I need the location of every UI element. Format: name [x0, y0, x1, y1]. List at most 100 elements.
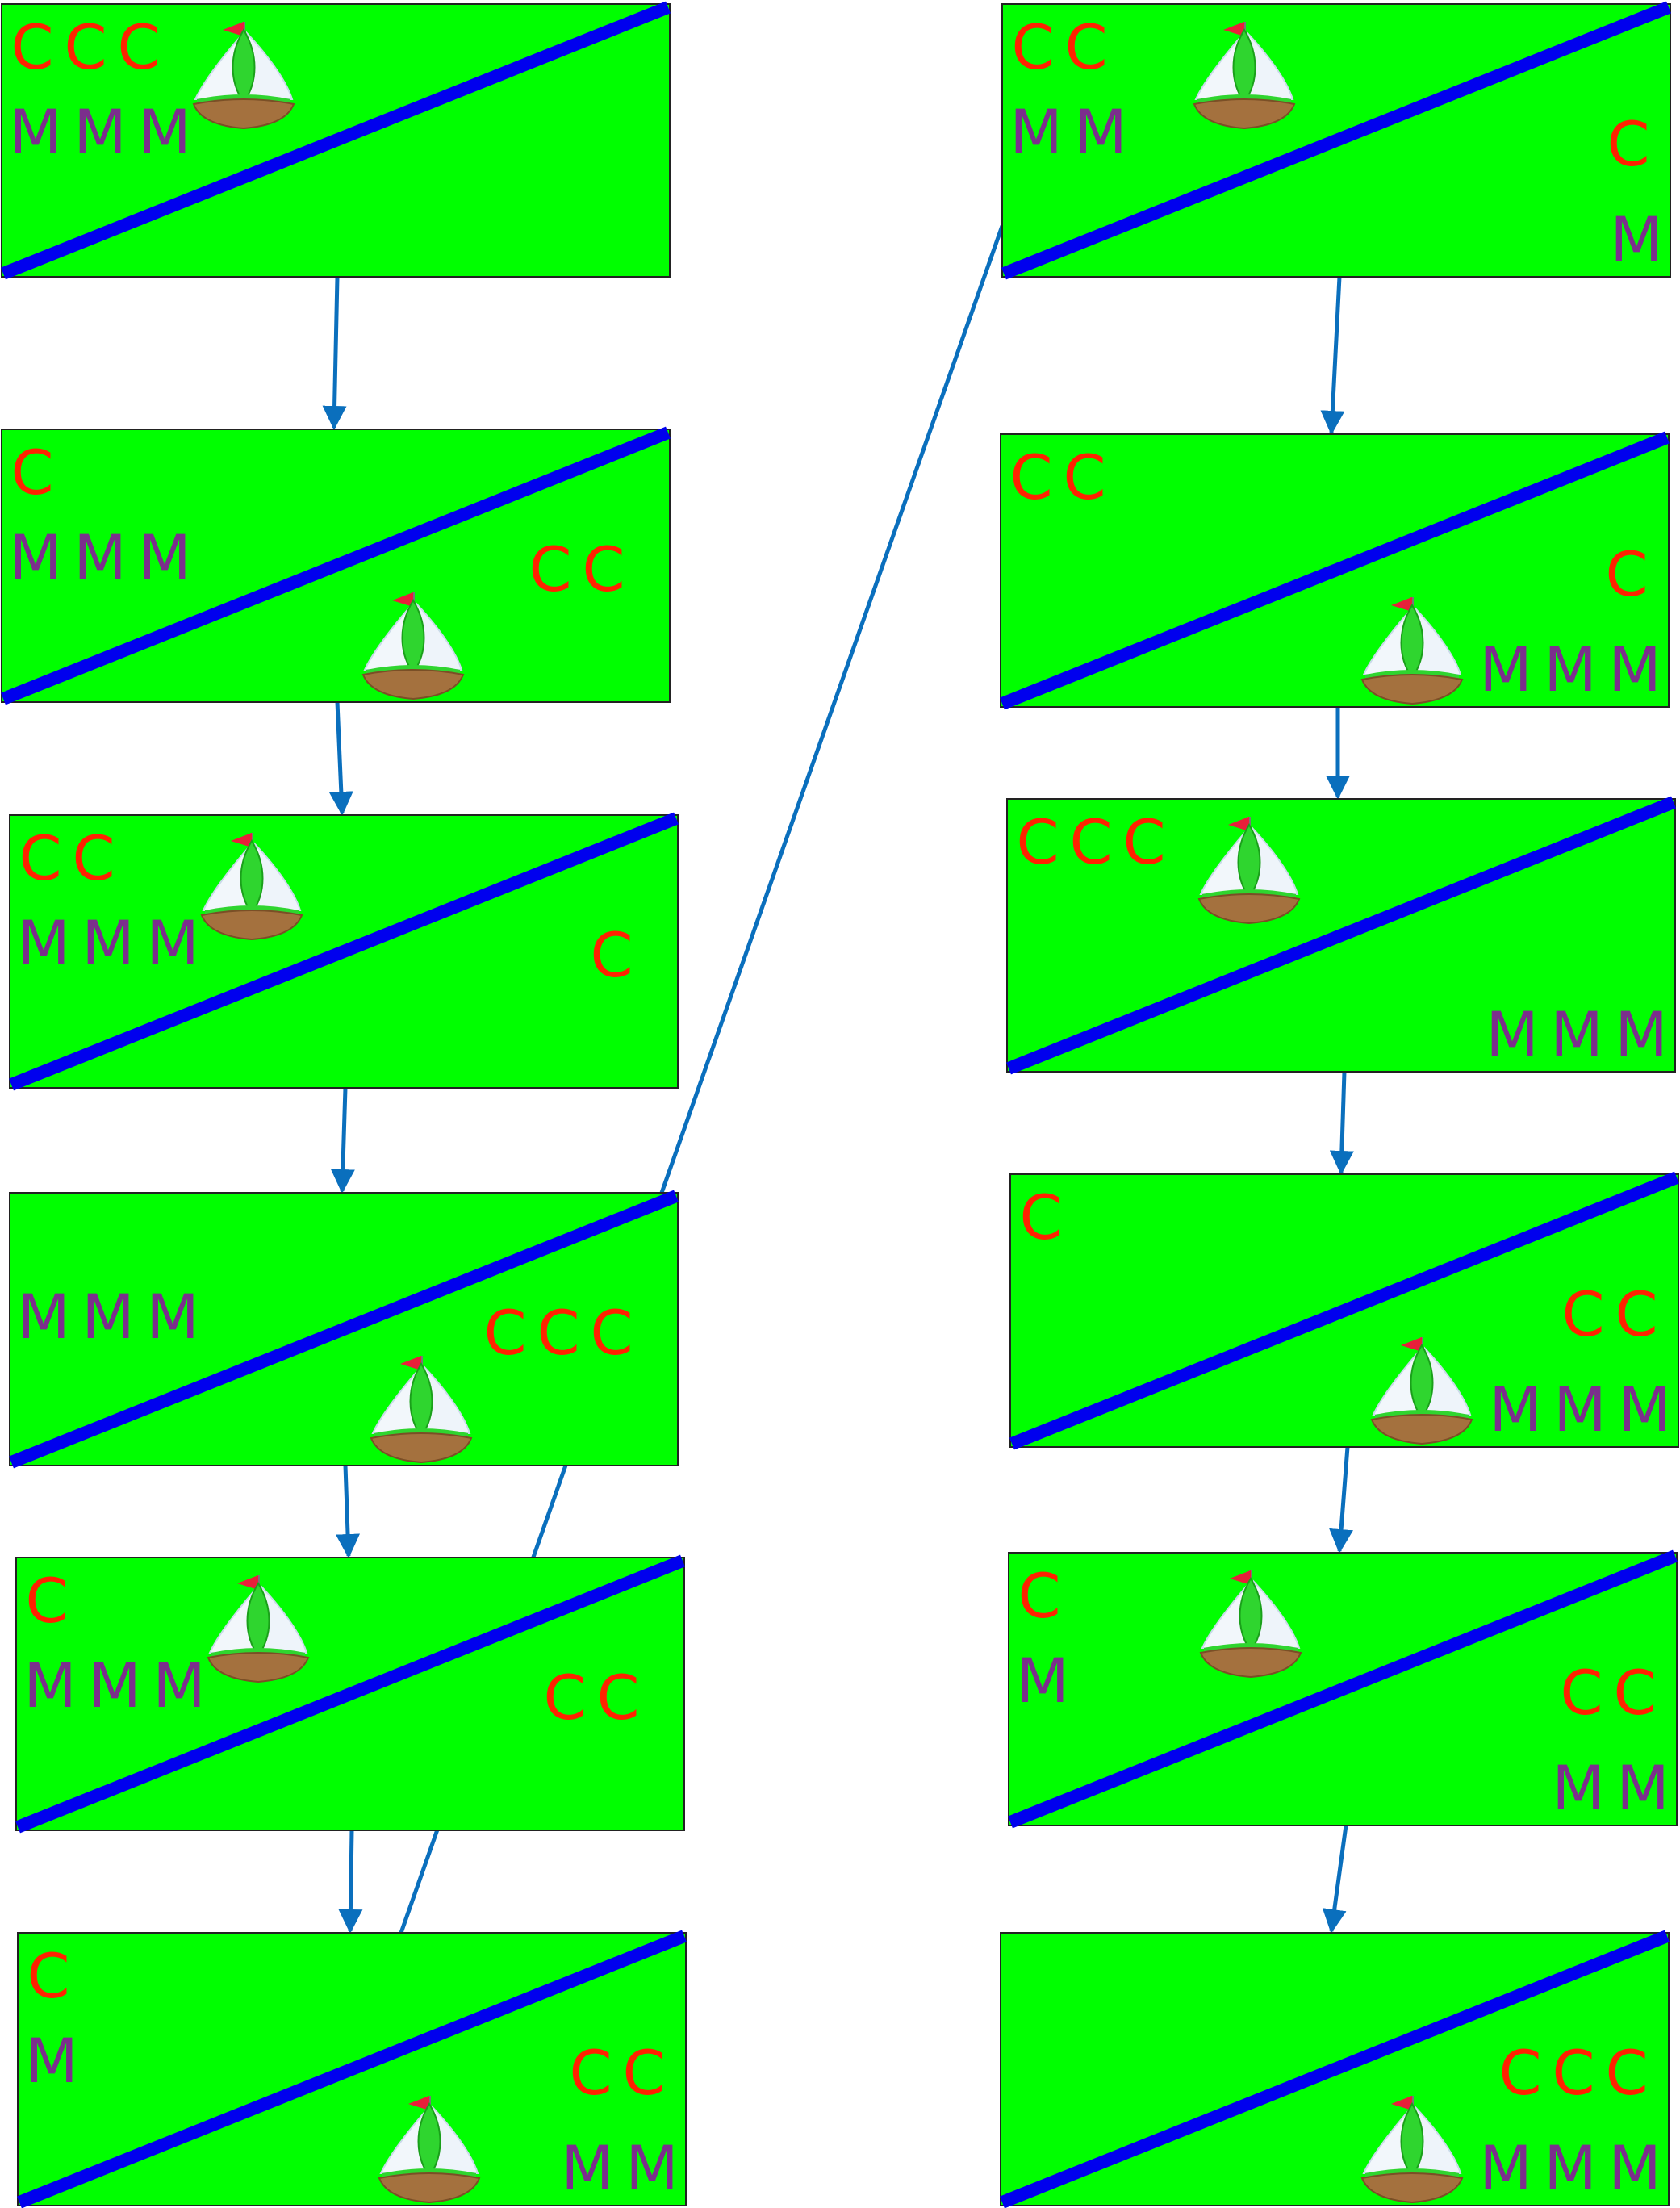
missionary-label: M — [17, 907, 70, 979]
transition-arrow — [1322, 1825, 1348, 1934]
cannibal-label: C — [483, 1297, 526, 1369]
missionary-label: M — [73, 96, 127, 168]
cannibal-label: C — [1063, 441, 1105, 513]
transition-arrow — [322, 276, 347, 430]
river-band — [9, 812, 679, 1091]
cannibal-label: C — [27, 1940, 69, 2012]
cannibal-label: C — [1064, 11, 1107, 83]
cannibal-label: C — [1016, 806, 1059, 878]
cannibal-label: C — [10, 437, 53, 508]
missionary-label: M — [561, 2132, 614, 2204]
river-band — [1006, 796, 1676, 1075]
missionary-label: M — [9, 96, 62, 168]
missionary-label: M — [1553, 1374, 1607, 1445]
cannibal-label: C — [537, 1297, 579, 1369]
cannibal-label: C — [569, 2037, 612, 2109]
missionary-label: M — [17, 1281, 70, 1353]
cannibal-label: C — [1011, 11, 1054, 83]
missionary-label: M — [23, 1650, 77, 1721]
cannibal-label: C — [1561, 1278, 1604, 1350]
missionary-label: M — [1608, 2132, 1661, 2204]
missionary-label: M — [1009, 96, 1063, 168]
missionary-label: M — [138, 521, 191, 593]
transition-arrow — [330, 1087, 355, 1194]
missionary-label: M — [1489, 1374, 1542, 1445]
missionary-label: M — [1479, 2132, 1532, 2204]
transition-arrow — [336, 1465, 361, 1558]
river-band — [15, 1554, 685, 1834]
missionary-label: M — [81, 1281, 135, 1353]
cannibal-label: C — [590, 1297, 633, 1369]
missionary-label: M — [1550, 998, 1603, 1070]
missionary-label: M — [1552, 1752, 1605, 1824]
river-band — [1001, 1, 1671, 280]
missionary-label: M — [153, 1650, 206, 1721]
cannibal-label: C — [1019, 1181, 1062, 1253]
cannibal-label: C — [64, 11, 107, 83]
river-band — [9, 1190, 679, 1469]
missionary-label: M — [138, 96, 191, 168]
cannibal-label: C — [1605, 538, 1648, 610]
missionary-label: M — [625, 2132, 679, 2204]
missionary-label: M — [81, 907, 135, 979]
cannibal-label: C — [19, 822, 61, 894]
cannibal-label: C — [1552, 2037, 1594, 2109]
river-band — [1008, 1549, 1678, 1829]
transition-arrow — [1329, 1446, 1354, 1554]
missionary-label: M — [88, 1650, 141, 1721]
cannibal-label: C — [1615, 1278, 1657, 1350]
missionary-label: M — [25, 2025, 78, 2097]
cannibal-label: C — [1605, 2037, 1648, 2109]
river-band — [1000, 1930, 1670, 2208]
transition-arrow — [338, 1830, 363, 1934]
missionary-label: M — [1074, 96, 1127, 168]
missionary-label: M — [9, 521, 62, 593]
missionary-label: M — [1610, 203, 1663, 275]
cannibal-label: C — [1069, 806, 1112, 878]
cannibal-label: C — [622, 2037, 665, 2109]
transition-arrow — [1329, 1071, 1354, 1175]
missionary-label: M — [146, 907, 199, 979]
missionary-label: M — [1016, 1645, 1069, 1717]
cannibal-label: C — [1613, 1657, 1656, 1729]
cannibal-label: C — [1498, 2037, 1541, 2109]
missionary-label: M — [1616, 1752, 1670, 1824]
cannibal-label: C — [582, 533, 625, 605]
cannibal-label: C — [1018, 1560, 1060, 1632]
cannibal-label: C — [529, 533, 571, 605]
cannibal-label: C — [1009, 441, 1052, 513]
transition-arrow — [328, 701, 353, 816]
missionary-label: M — [1608, 634, 1661, 705]
river-band — [1000, 431, 1670, 710]
cannibal-label: C — [590, 919, 633, 991]
cannibal-label: C — [1122, 806, 1165, 878]
cannibal-label: C — [10, 11, 53, 83]
river-band — [1009, 1171, 1679, 1450]
missionary-label: M — [1479, 634, 1532, 705]
cannibal-label: C — [1560, 1657, 1603, 1729]
missionary-label: M — [146, 1281, 199, 1353]
missionary-label: M — [1486, 998, 1539, 1070]
cannibal-label: C — [596, 1662, 639, 1733]
cannibal-label: C — [25, 1565, 68, 1637]
river-band — [17, 1930, 687, 2208]
missionary-label: M — [1544, 2132, 1597, 2204]
missionary-label: M — [1544, 634, 1597, 705]
river-band — [1, 426, 671, 705]
river-band — [1, 1, 671, 280]
transition-arrow — [1320, 276, 1345, 435]
